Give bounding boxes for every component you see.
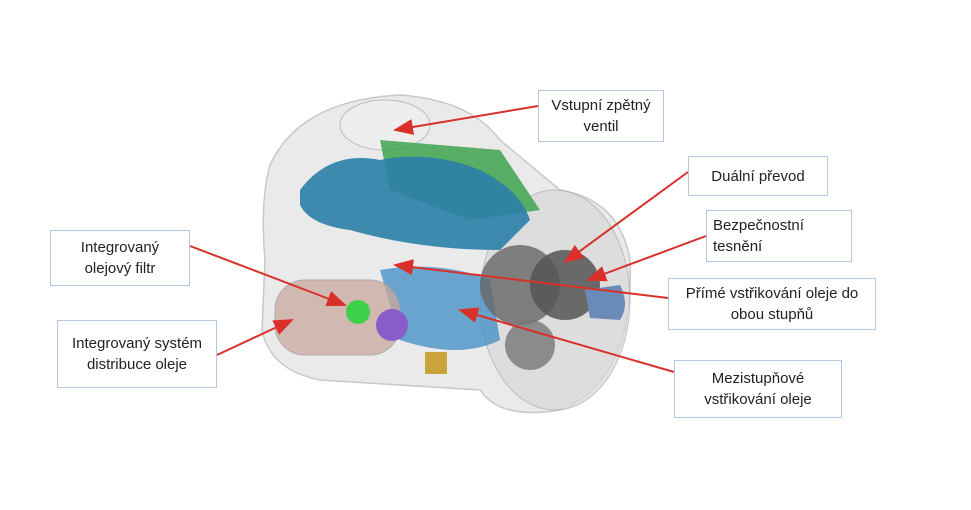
rotor-blue-lower: [380, 266, 500, 350]
label-direct-injection: Přímé vstřikování oleje do obou stupňů: [668, 278, 876, 330]
arrows: [189, 105, 707, 373]
purple-fitting: [376, 309, 408, 341]
label-check-valve: Vstupní zpětný ventil: [538, 90, 664, 142]
label-safety-seal: Bezpečnostní tesnění: [706, 210, 852, 262]
rotor-blue: [300, 156, 530, 250]
label-oil-distribution: Integrovaný systém distribuce oleje: [57, 320, 217, 388]
label-dual-gear: Duální převod: [688, 156, 828, 196]
yellow-fitting: [425, 352, 447, 374]
shaft: [585, 285, 625, 320]
label-interstage-injection: Mezistupňové vstřikování oleje: [674, 360, 842, 418]
green-fitting: [346, 300, 370, 324]
label-oil-filter: Integrovaný olejový filtr: [50, 230, 190, 286]
